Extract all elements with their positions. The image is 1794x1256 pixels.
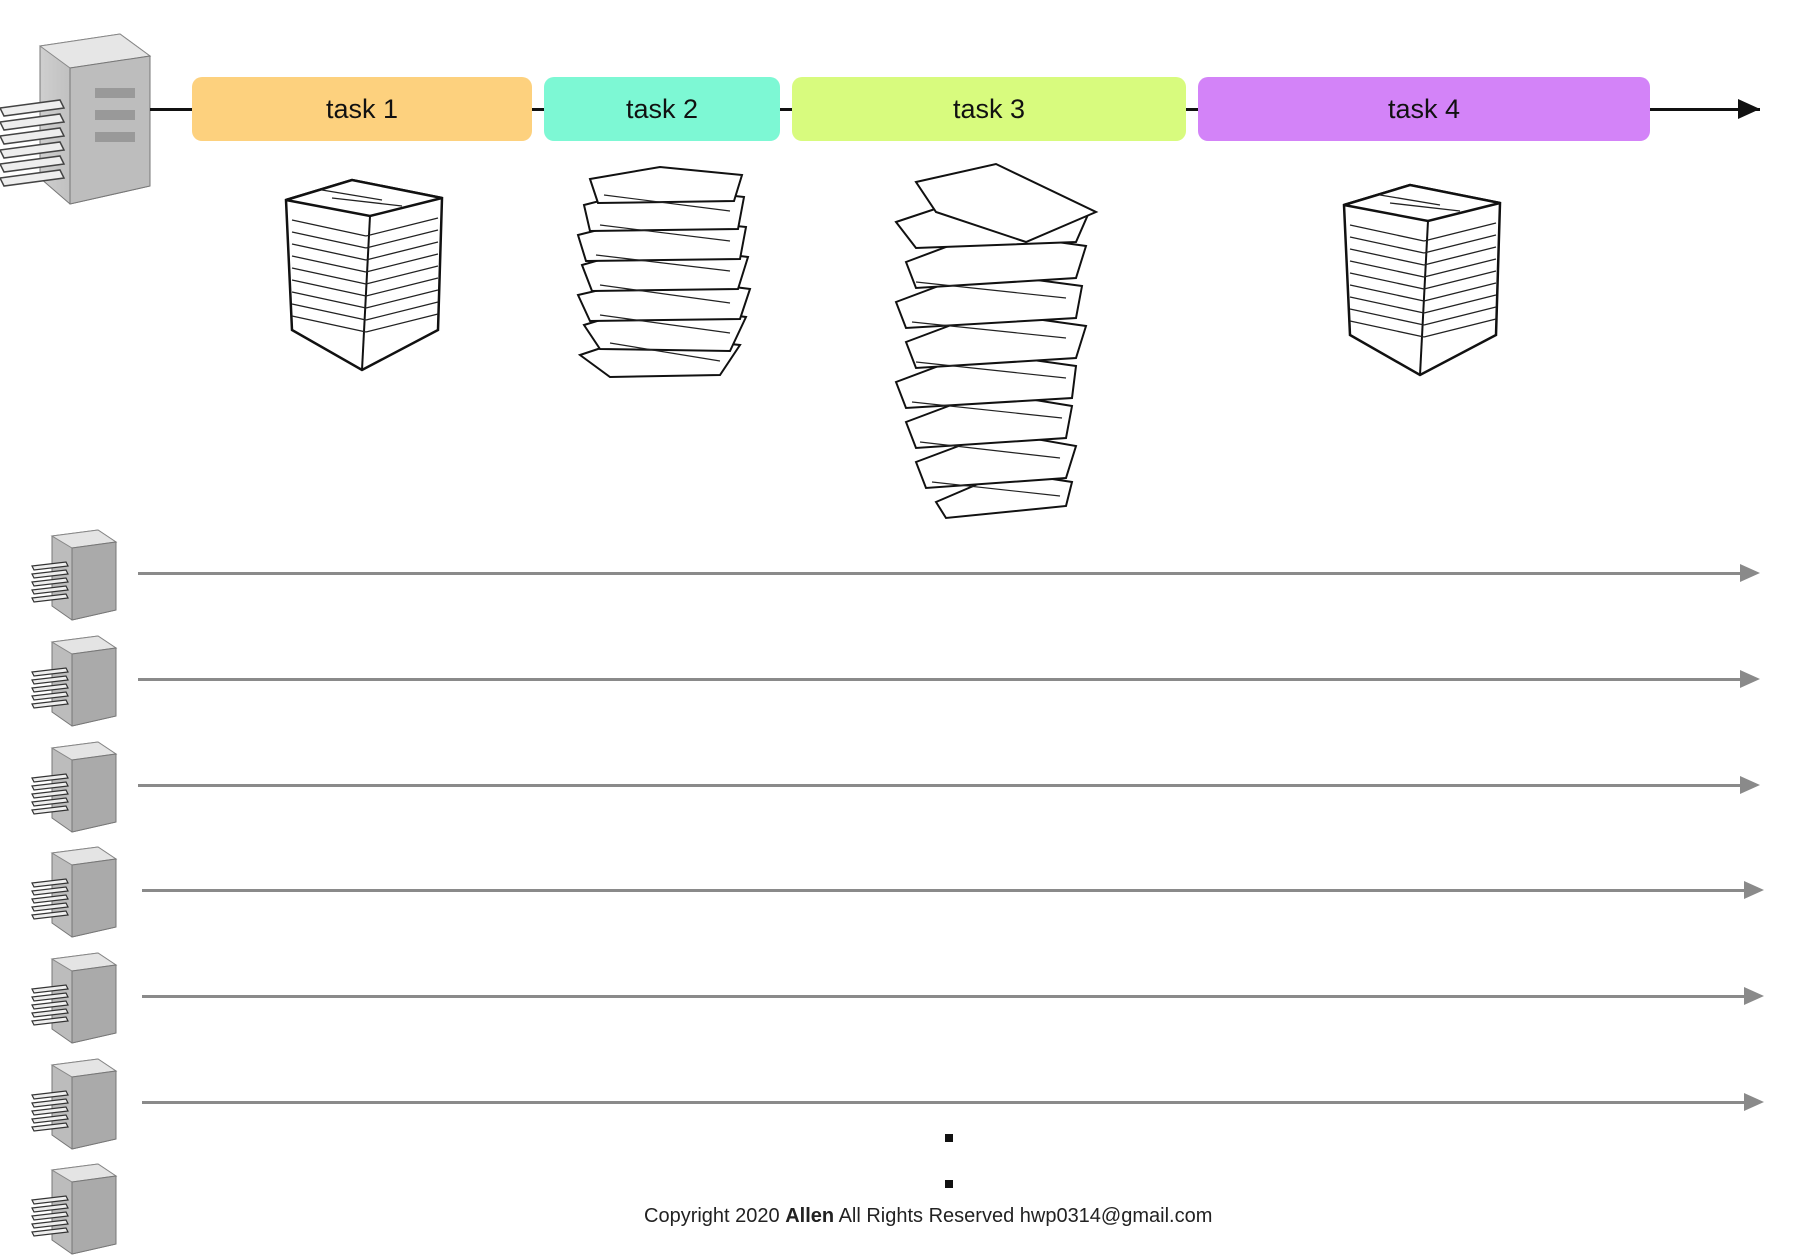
ellipsis-dot <box>945 1180 953 1188</box>
lane-arrow <box>142 995 1746 998</box>
lane-arrowhead <box>1740 564 1760 582</box>
lane-arrowhead <box>1740 776 1760 794</box>
messy-paper-stack-icon <box>576 165 752 379</box>
task-2-box: task 2 <box>544 77 780 141</box>
copier-machine-icon <box>31 635 118 727</box>
copier-machine-icon <box>31 1058 118 1150</box>
task-2-label: task 2 <box>625 93 699 124</box>
task-4-label: task 4 <box>1387 93 1461 124</box>
lane-arrowhead <box>1740 670 1760 688</box>
copier-machine-icon <box>31 1163 118 1255</box>
copyright-prefix: Copyright 2020 <box>644 1205 786 1227</box>
ellipsis-dot <box>945 1134 953 1142</box>
neat-paper-stack-icon <box>1342 183 1502 377</box>
copyright-email: hwp0314@gmail.com <box>1019 1205 1213 1227</box>
task-4-box: task 4 <box>1198 77 1650 141</box>
copyright-footer: Copyright 2020 Allen All Rights Reserved… <box>644 1204 1212 1228</box>
lane-arrow <box>142 1101 1746 1104</box>
copier-machine-icon <box>0 33 152 205</box>
copier-machine-icon <box>31 846 118 938</box>
lane-arrow <box>142 889 1746 892</box>
copyright-rights: All Rights Reserved <box>834 1205 1020 1227</box>
copier-machine-icon <box>31 529 118 621</box>
lane-arrow <box>138 784 1742 787</box>
copier-machine-icon <box>31 952 118 1044</box>
lane-arrowhead <box>1744 881 1764 899</box>
lane-arrowhead <box>1744 1093 1764 1111</box>
task-3-label: task 3 <box>952 93 1026 124</box>
main-timeline-arrowhead <box>1738 99 1760 119</box>
task-1-label: task 1 <box>325 93 399 124</box>
task-3-box: task 3 <box>792 77 1186 141</box>
task-1-box: task 1 <box>192 77 532 141</box>
copier-machine-icon <box>31 741 118 833</box>
lane-arrow <box>138 678 1742 681</box>
neat-paper-stack-icon <box>284 178 444 372</box>
lane-arrowhead <box>1744 987 1764 1005</box>
copyright-author: Allen <box>785 1205 835 1227</box>
tall-paper-stack-icon <box>894 162 1099 520</box>
lane-arrow <box>138 572 1742 575</box>
